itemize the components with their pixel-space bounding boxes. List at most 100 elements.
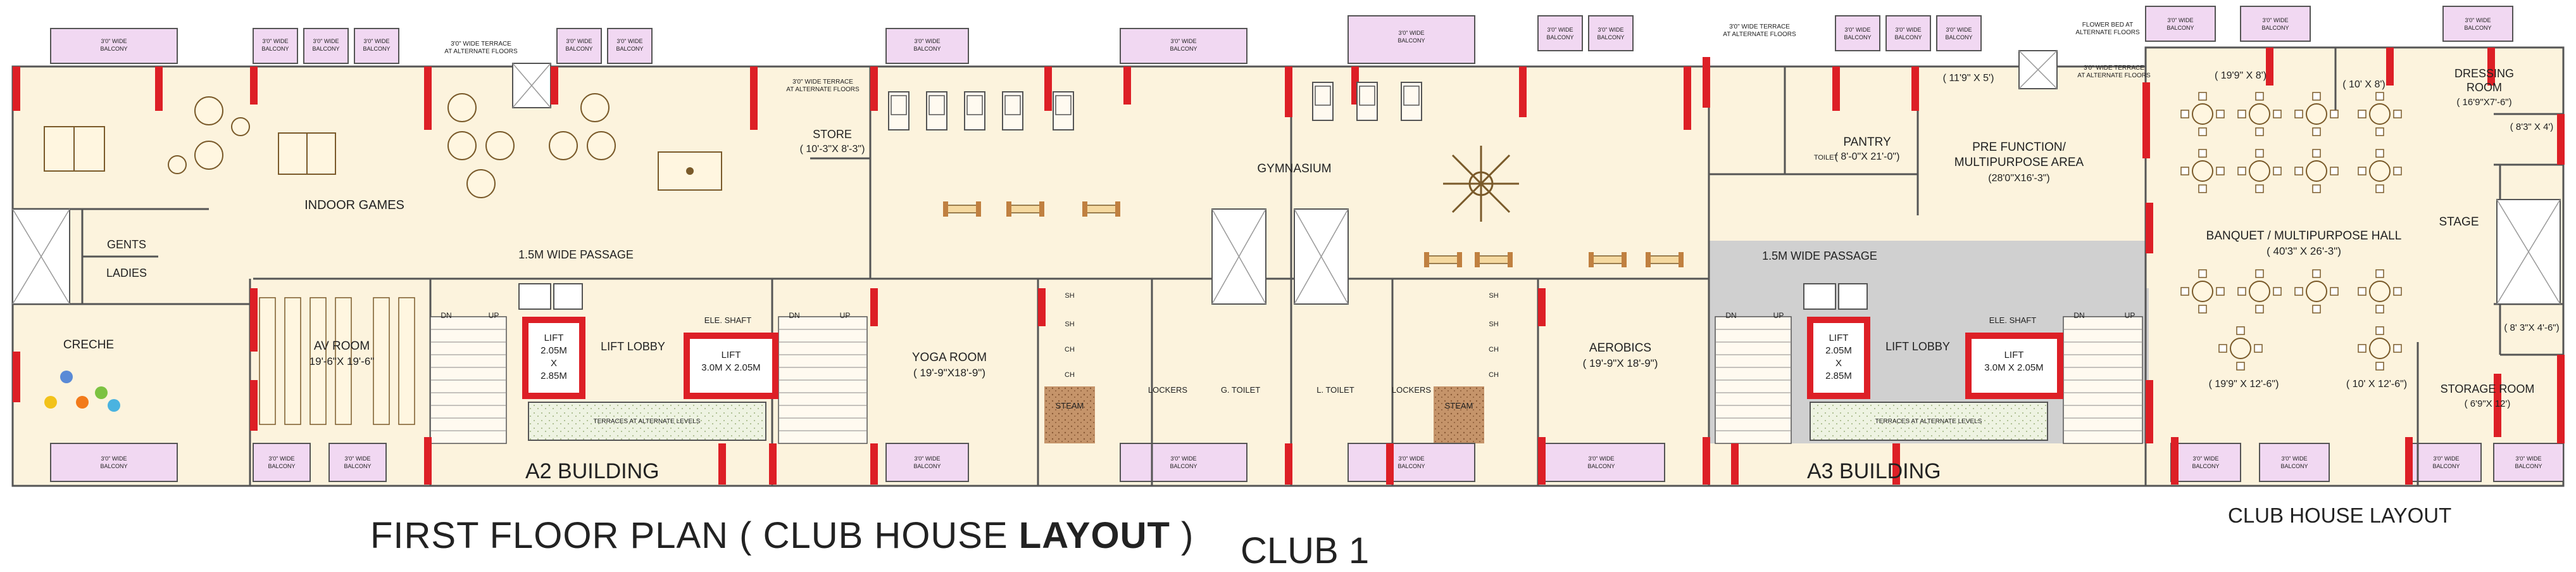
balcony-label: 3'0" WIDE: [2168, 17, 2194, 23]
label-up-3: UP: [1773, 311, 1784, 320]
plan-title-bold: LAYOUT: [1018, 515, 1170, 556]
label-dn-4: DN: [2073, 311, 2084, 320]
label-flower-bed-2: ALTERNATE FLOORS: [2075, 29, 2140, 36]
label-ch-3: CH: [1489, 346, 1499, 353]
balcony-label: 3'0" WIDE: [1171, 38, 1197, 44]
balcony-label: BALCONY: [2261, 25, 2289, 31]
balcony-label: 3'0" WIDE: [1896, 27, 1922, 33]
label-creche: CRECHE: [63, 338, 114, 352]
label-terrace-note-1b: AT ALTERNATE FLOORS: [444, 48, 518, 55]
void-cross: [12, 50, 2561, 305]
building-a2-label: A2 BUILDING: [525, 459, 660, 483]
label-up-4: UP: [2125, 311, 2135, 320]
label-l-toilet: L. TOILET: [1316, 385, 1354, 395]
label-lift-lobby-a3: LIFT LOBBY: [1885, 340, 1950, 353]
balcony-label: 3'0" WIDE: [1845, 27, 1871, 33]
balcony-label: BALCONY: [1170, 463, 1197, 469]
label-terrace-a2: TERRACES AT ALTERNATE LEVELS: [594, 418, 701, 425]
terrace-a3: [1810, 402, 2048, 441]
steam-room-1: [1044, 386, 1095, 443]
balcony-label: BALCONY: [1945, 34, 1972, 41]
label-sh-3: SH: [1489, 292, 1498, 300]
balcony-label: BALCONY: [913, 46, 941, 52]
balcony-label: 3'0" WIDE: [915, 455, 941, 462]
balcony-label: 3'0" WIDE: [2434, 455, 2460, 462]
creche-toys: [44, 371, 120, 412]
club-house-layout-label: CLUB HOUSE LAYOUT: [2228, 504, 2452, 527]
label-dressing-room: ROOM: [2467, 81, 2502, 94]
label-lift-a3-large: LIFT: [2004, 350, 2024, 360]
label-size-8-3-4: ( 8'3" X 4'): [2510, 122, 2554, 132]
label-sh-4: SH: [1489, 321, 1498, 328]
balcony-label: BALCONY: [1170, 46, 1197, 52]
shafts: [518, 283, 1868, 310]
label-pre-function: PRE FUNCTION/: [1972, 141, 2066, 154]
terrace-a2: [528, 402, 766, 441]
label-pre-function-size: (28'0"X16'-3"): [1988, 173, 2050, 184]
label-pantry: PANTRY: [1843, 136, 1891, 149]
a3-passage: [1709, 241, 2146, 288]
label-yoga-room: YOGA ROOM: [912, 351, 987, 364]
label-banquet-size: ( 40'3" X 26'-3"): [2267, 245, 2341, 257]
label-lift-a2-small-b: 2.85M: [541, 371, 567, 381]
label-lift-lobby-a2: LIFT LOBBY: [601, 340, 665, 353]
label-ch-2: CH: [1065, 371, 1075, 379]
label-size-10-8: ( 10' X 8'): [2342, 79, 2385, 90]
label-dressing: DRESSING: [2454, 67, 2514, 80]
balcony-label: BALCONY: [1546, 34, 1573, 41]
balcony-label: 3'0" WIDE: [2465, 17, 2491, 23]
label-ch-4: CH: [1489, 371, 1499, 379]
label-gymnasium: GYMNASIUM: [1257, 162, 1331, 175]
label-aerobics-size: ( 19'-9"X 18'-9"): [1583, 357, 1658, 369]
balcony-label: BALCONY: [616, 46, 643, 52]
plan-title-end: ): [1181, 515, 1194, 556]
balcony-label: 3'0" WIDE: [263, 38, 289, 44]
balcony-label: BALCONY: [100, 46, 127, 52]
label-steam-1: STEAM: [1056, 401, 1084, 410]
plan-labels: INDOOR GAMES GENTS LADIES CRECHE AV ROOM…: [63, 22, 2560, 425]
balconies-top: [50, 6, 2513, 64]
balcony-label: BALCONY: [1894, 34, 1922, 41]
balcony-label: BALCONY: [363, 46, 390, 52]
balcony-label: BALCONY: [1844, 34, 1871, 41]
balcony-label: 3'0" WIDE: [101, 38, 127, 44]
balcony-label: BALCONY: [344, 463, 371, 469]
label-lift-a3-small: LIFT: [1829, 333, 1849, 343]
balcony-label: 3'0" WIDE: [345, 455, 371, 462]
games-furniture: [44, 93, 722, 198]
label-stage: STAGE: [2439, 215, 2479, 229]
label-terrace-note-4a: 3'0" WIDE TERRACE: [2084, 65, 2144, 72]
label-terrace-note-2b: AT ALTERNATE FLOORS: [786, 86, 860, 93]
label-storage: STORAGE ROOM: [2441, 383, 2535, 395]
balcony-label: BALCONY: [2192, 463, 2219, 469]
balcony-label: BALCONY: [2280, 463, 2308, 469]
label-lockers-1: LOCKERS: [1148, 385, 1187, 395]
balcony-label: BALCONY: [913, 463, 941, 469]
multi-gym: [1443, 146, 1519, 222]
balcony-label: 3'0" WIDE: [269, 455, 295, 462]
label-passage-right: 1.5M WIDE PASSAGE: [1762, 250, 1877, 262]
label-sh-2: SH: [1065, 321, 1074, 328]
label-ele-shaft-a3: ELE. SHAFT: [1989, 315, 2036, 325]
balcony-label: BALCONY: [1597, 34, 1624, 41]
label-lift-a2-small: LIFT: [544, 333, 564, 343]
label-dressing-size: ( 16'9"X7'-6"): [2456, 97, 2511, 108]
label-ladies: LADIES: [106, 267, 147, 279]
balcony-label: BALCONY: [261, 46, 289, 52]
label-passage-left: 1.5M WIDE PASSAGE: [518, 248, 634, 261]
balcony-label: 3'0" WIDE: [313, 38, 339, 44]
label-up-2: UP: [840, 311, 851, 320]
label-indoor-games: INDOOR GAMES: [304, 198, 404, 212]
balcony-label: BALCONY: [100, 463, 127, 469]
label-dn-3: DN: [1725, 311, 1736, 320]
label-ele-shaft-a2: ELE. SHAFT: [704, 315, 751, 325]
billiard-ball: [686, 167, 694, 175]
label-gents: GENTS: [107, 238, 146, 251]
label-toilet: TOILET: [1814, 154, 1839, 162]
label-store: STORE: [813, 128, 852, 141]
label-steam-2: STEAM: [1445, 401, 1473, 410]
balcony-label: 3'0" WIDE: [1946, 27, 1972, 33]
label-lockers-2: LOCKERS: [1392, 385, 1431, 395]
plan-subtitle: CLUB 1: [1241, 530, 1370, 571]
